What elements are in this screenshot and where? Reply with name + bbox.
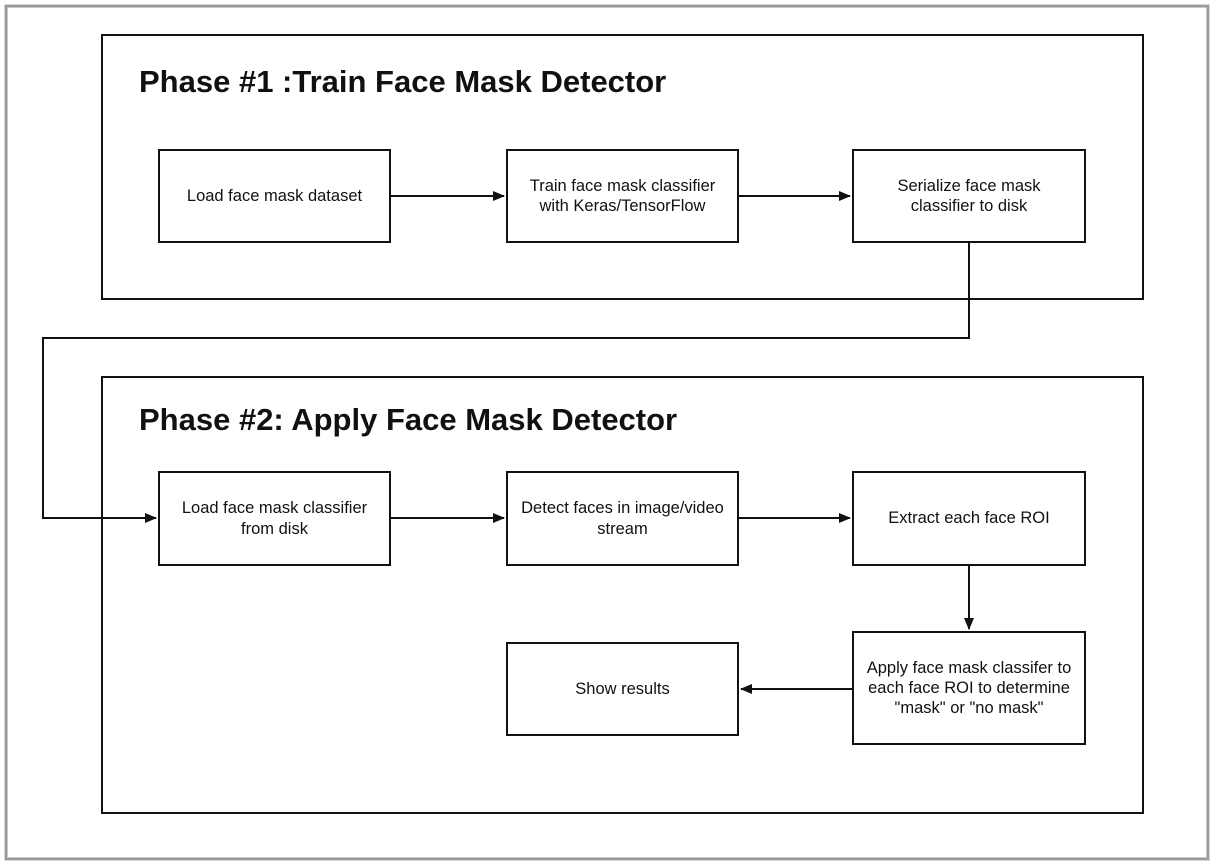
arrow-serialize-to-load-classifier	[42, 243, 970, 523]
step-apply-classifier: Apply face mask classifer to each face R…	[852, 631, 1086, 745]
step-train-classifier: Train face mask classifier with Keras/Te…	[506, 149, 739, 243]
step-serialize-classifier: Serialize face mask classifier to disk	[852, 149, 1086, 243]
step-load-classifier: Load face mask classifier from disk	[158, 471, 391, 566]
step-load-dataset-label: Load face mask dataset	[186, 186, 363, 205]
phase-1-title: Phase #1 :Train Face Mask Detector	[139, 64, 667, 99]
step-train-classifier-label: Train face mask classifier with Keras/Te…	[529, 176, 716, 215]
step-show-results-label: Show results	[575, 679, 670, 698]
step-extract-roi: Extract each face ROI	[852, 471, 1086, 566]
step-load-dataset: Load face mask dataset	[158, 149, 391, 243]
step-detect-faces: Detect faces in image/video stream	[506, 471, 739, 566]
step-serialize-classifier-label: Serialize face mask classifier to disk	[897, 176, 1041, 215]
step-load-classifier-label: Load face mask classifier from disk	[181, 499, 368, 538]
phase-2-title: Phase #2: Apply Face Mask Detector	[139, 402, 678, 437]
step-extract-roi-label: Extract each face ROI	[888, 509, 1050, 528]
step-show-results: Show results	[506, 642, 739, 736]
step-apply-classifier-label: Apply face mask classifer to each face R…	[866, 658, 1072, 718]
step-detect-faces-label: Detect faces in image/video stream	[521, 499, 724, 538]
